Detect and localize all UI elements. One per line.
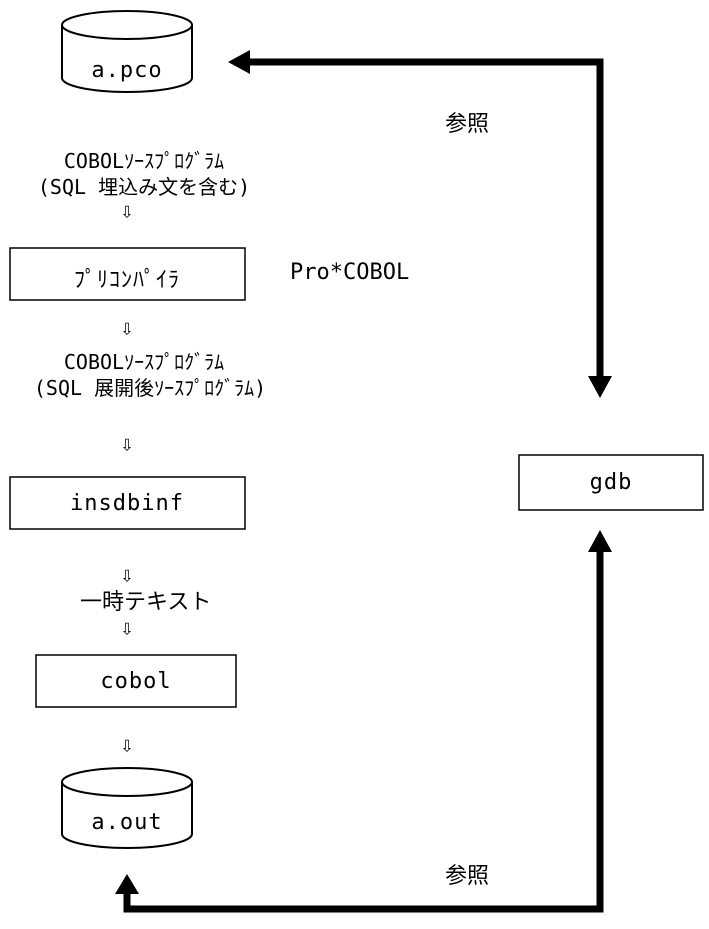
output-db-label: a.out [91,810,163,835]
precompiler-side-label: Pro*COBOL [290,260,410,285]
source-db-cylinder [61,10,193,93]
cobol-label: cobol [100,669,172,694]
cobol-box [35,654,237,708]
ref-edge-top [228,50,612,398]
down-arrow-4: ⇩ [120,563,134,588]
source-caption-line1: COBOLｿｰｽﾌﾟﾛｸﾞﾗﾑ [63,149,225,173]
down-arrow-1: ⇩ [120,199,134,224]
output-db-cylinder [61,767,193,849]
gdb-box [518,454,704,511]
ref-edge-bottom [115,530,612,913]
expanded-caption-line1: COBOLｿｰｽﾌﾟﾛｸﾞﾗﾑ [63,350,225,374]
source-db-label: a.pco [91,58,163,83]
source-caption-line2: (SQL 埋込み文を含む) [37,175,251,199]
ref-label-top: 参照 [445,112,490,137]
down-arrow-2: ⇩ [120,316,134,341]
down-arrow-5: ⇩ [120,616,134,641]
precompiler-label: ﾌﾟﾘｺﾝﾊﾟｲﾗ [73,268,181,293]
down-arrow-6: ⇩ [120,733,134,758]
precompiler-box [9,247,246,301]
temp-text-caption: 一時テキスト [80,590,212,615]
gdb-label: gdb [589,470,633,495]
expanded-caption-line2: (SQL 展開後ｿｰｽﾌﾟﾛｸﾞﾗﾑ) [33,376,267,400]
insdbinf-box [9,476,246,530]
down-arrow-3: ⇩ [120,432,134,457]
insdbinf-label: insdbinf [70,491,184,516]
ref-label-bottom: 参照 [445,864,490,889]
